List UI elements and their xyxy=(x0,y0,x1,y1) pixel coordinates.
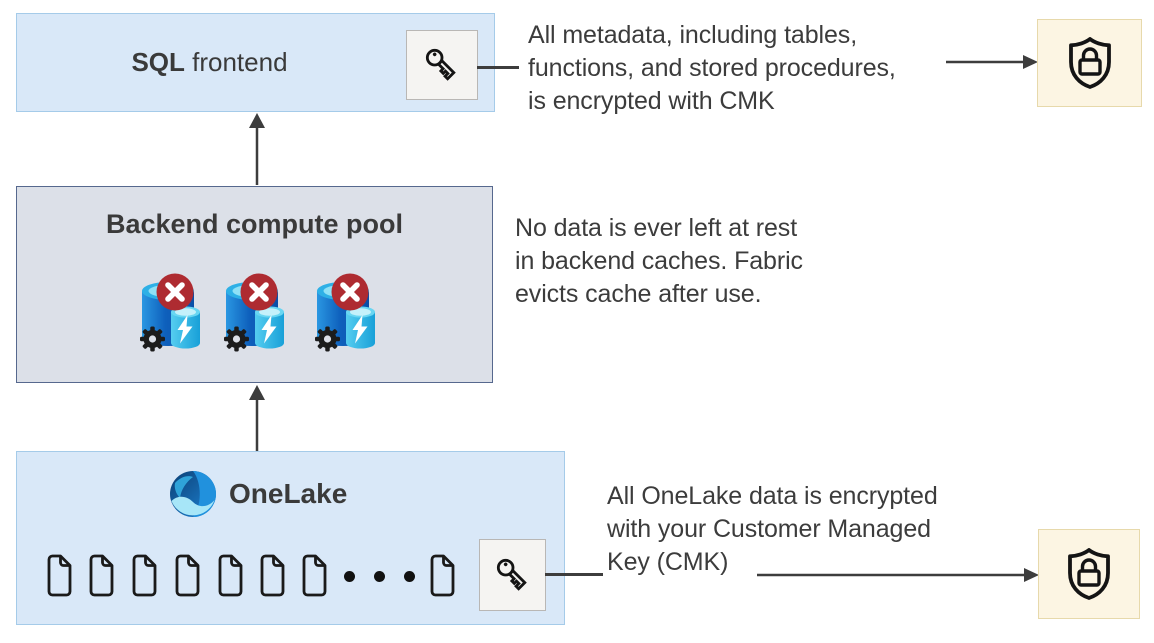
connector-sql-key xyxy=(477,66,519,69)
document-icon xyxy=(47,554,72,597)
document-icon xyxy=(302,554,327,597)
no-symbol-icon xyxy=(331,273,369,311)
ellipsis-dot xyxy=(344,571,355,582)
onelake-logo xyxy=(170,471,216,517)
onelake-box: OneLake xyxy=(16,451,565,625)
document-icon xyxy=(89,554,114,597)
arrow-backend-to-sql xyxy=(249,113,265,185)
annotation-line: All metadata, including tables, xyxy=(528,21,858,49)
shield-panel-bottom xyxy=(1038,529,1140,619)
no-symbol-icon xyxy=(156,273,194,311)
lightning-icon xyxy=(261,315,277,344)
backend-title: Backend compute pool xyxy=(105,209,404,239)
ellipsis-dot xyxy=(374,571,385,582)
document-icon xyxy=(430,554,455,597)
shield-panel-top xyxy=(1037,19,1142,107)
no-symbol-icon xyxy=(240,273,278,311)
annotation-line: Key (CMK) xyxy=(607,548,729,576)
onelake-title: OneLake xyxy=(229,478,348,509)
arrow-onelake-to-backend xyxy=(249,385,265,451)
shield-lock-icon xyxy=(1068,37,1111,89)
annotation-line: is encrypted with CMK xyxy=(528,87,775,115)
document-icon xyxy=(175,554,200,597)
document-icon xyxy=(218,554,243,597)
annotation-line: evicts cache after use. xyxy=(515,280,762,308)
annotation-onelake-cmk: All OneLake data is encrypted with your … xyxy=(607,480,938,579)
sql-frontend-title: SQL frontend xyxy=(17,14,402,110)
cache-database-evicted-icon xyxy=(315,273,375,352)
annotation-line: with your Customer Managed xyxy=(607,515,931,543)
gear-icon xyxy=(315,326,340,352)
key-icon xyxy=(496,558,527,591)
sql-title-rest: frontend xyxy=(184,46,288,77)
document-icon xyxy=(132,554,157,597)
annotation-line: All OneLake data is encrypted xyxy=(607,482,938,510)
arrow-metadata-to-shield xyxy=(946,55,1038,69)
lightning-icon xyxy=(352,315,368,344)
lock-body xyxy=(1077,569,1101,587)
gear-icon xyxy=(140,326,165,352)
cache-database-evicted-icon xyxy=(140,273,200,352)
key-panel-sql xyxy=(406,30,478,100)
annotation-line: No data is ever left at rest xyxy=(515,214,798,242)
cache-database-evicted-icon xyxy=(224,273,284,352)
ellipsis-dot xyxy=(404,571,415,582)
lock-shackle xyxy=(1081,47,1098,60)
shield-lock-icon xyxy=(1068,548,1110,600)
key-icon xyxy=(425,48,456,81)
annotation-line: in backend caches. Fabric xyxy=(515,247,803,275)
sql-frontend-box: SQL frontend xyxy=(16,13,495,112)
key-panel-onelake xyxy=(479,539,546,611)
gear-icon xyxy=(224,326,249,352)
lock-body xyxy=(1077,58,1102,76)
lightning-icon xyxy=(177,315,193,344)
annotation-sql-metadata: All metadata, including tables, function… xyxy=(528,19,896,118)
annotation-backend-cache: No data is ever left at rest in backend … xyxy=(515,212,803,311)
backend-compute-pool-box: Backend compute pool xyxy=(16,186,493,383)
lock-shackle xyxy=(1080,558,1098,571)
document-icon xyxy=(260,554,285,597)
sql-title-bold: SQL xyxy=(131,46,185,77)
arrow-onelake-to-shield xyxy=(757,568,1039,582)
annotation-line: functions, and stored procedures, xyxy=(528,54,896,82)
connector-onelake-key xyxy=(545,573,603,576)
